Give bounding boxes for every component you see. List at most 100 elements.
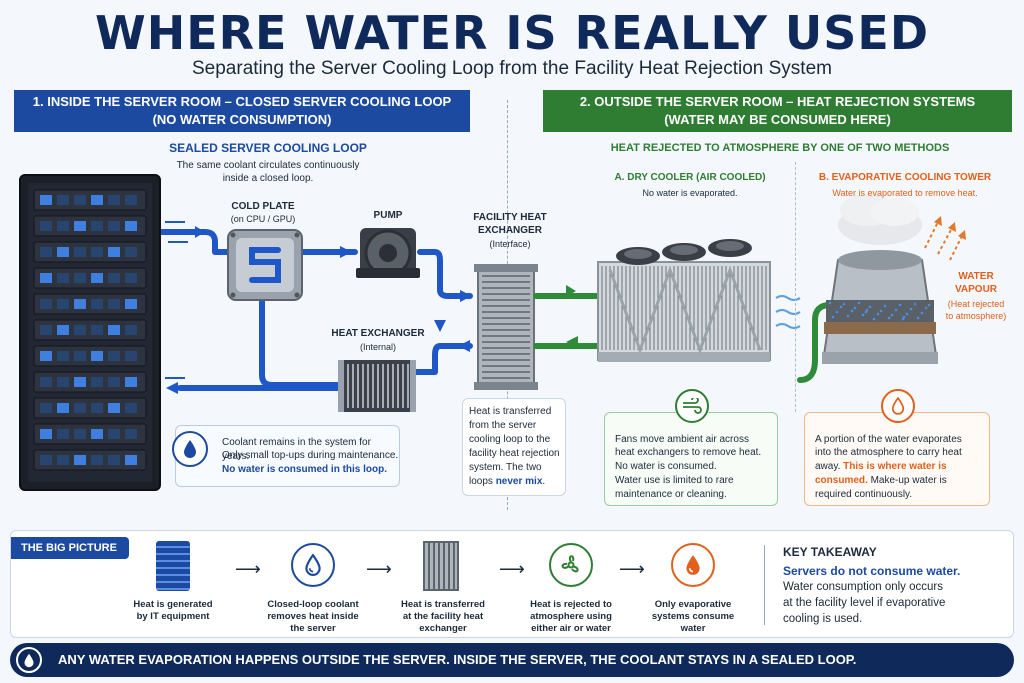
bp-item-5-l3: water xyxy=(680,623,706,634)
evap-note-l2: into the atmosphere to carry heat xyxy=(815,447,962,458)
rack-drive-light xyxy=(91,325,103,335)
bp-arrow-1: ⟶ xyxy=(235,559,261,579)
rack-drive-light xyxy=(108,429,120,439)
evap-note-l5: required continuously. xyxy=(815,489,913,500)
bp-arrow-2: ⟶ xyxy=(366,559,392,579)
heat-exchanger-label: HEAT EXCHANGER xyxy=(331,328,425,339)
sealed-loop-desc-1: The same coolant circulates continuously xyxy=(176,160,360,171)
bp-item-2-l3: the server xyxy=(290,623,336,634)
facility-hx-label-1: FACILITY HEAT xyxy=(473,212,547,223)
bp-item-1-l1: Heat is generated xyxy=(133,599,213,610)
bp-item-5: Only evaporative systems consume water xyxy=(633,599,753,635)
rack-drive-light xyxy=(125,429,137,439)
key-takeaway-l4: cooling is used. xyxy=(783,613,863,625)
rack-drive-light xyxy=(74,247,86,257)
rack-drive-light xyxy=(74,221,86,231)
water-droplet xyxy=(846,314,850,318)
never-mix-emphasis: never mix xyxy=(495,476,543,487)
pump-icon xyxy=(356,228,420,278)
rack-drive-light xyxy=(74,273,86,283)
rack-drive-light xyxy=(74,351,86,361)
arrow-return xyxy=(166,382,178,394)
cold-plate-label: COLD PLATE xyxy=(231,201,295,212)
dry-note-l1: Fans move ambient air across xyxy=(615,434,749,445)
bp-item-1: Heat is generated by IT equipment xyxy=(111,599,235,623)
transfer-note: Heat is transferred from the server cool… xyxy=(462,398,566,496)
pipe-pump-to-facility xyxy=(417,249,473,299)
footer-banner: ANY WATER EVAPORATION HAPPENS OUTSIDE TH… xyxy=(10,643,1014,677)
big-picture-panel: THE BIG PICTURE Heat is generated by IT … xyxy=(10,530,1014,638)
facility-hx-sub: (Interface) xyxy=(489,239,531,249)
water-droplet xyxy=(876,312,880,316)
rack-drive-light xyxy=(40,221,52,231)
rack-drive-light xyxy=(57,195,69,205)
server-mini-icon xyxy=(156,541,190,591)
rack-drive-light xyxy=(91,273,103,283)
rack-drive-light xyxy=(108,325,120,335)
rack-drive-light xyxy=(40,299,52,309)
evap-note-l1: A portion of the water evaporates xyxy=(815,434,962,445)
water-droplet xyxy=(839,305,843,309)
internal-heat-exchanger-icon xyxy=(338,360,416,412)
rack-drive-light xyxy=(40,403,52,413)
rack-drive-light xyxy=(91,429,103,439)
rack-drive-light xyxy=(108,247,120,257)
dry-cooler-note: Fans move ambient air across heat exchan… xyxy=(604,389,778,506)
dry-cooler-sub: No water is evaporated. xyxy=(642,188,738,198)
bp-item-3: Heat is transferred at the facility heat… xyxy=(381,599,505,635)
water-droplet xyxy=(879,309,883,313)
water-droplet xyxy=(883,304,887,308)
water-droplet xyxy=(890,313,894,317)
bp-item-3-l2: at the facility heat xyxy=(402,611,484,622)
arrow-from-facility xyxy=(458,340,470,352)
rack-drive-light xyxy=(91,403,103,413)
evap-note-l3: away. This is where water is xyxy=(815,460,947,474)
dry-note-l4: Water use is limited to rare xyxy=(615,475,734,486)
water-droplet xyxy=(864,310,868,314)
outside-header: 2. OUTSIDE THE SERVER ROOM – HEAT REJECT… xyxy=(543,90,1012,132)
rack-drive-light xyxy=(40,325,52,335)
vapour-label-2: VAPOUR xyxy=(954,284,998,295)
vapour-sub-1: (Heat rejected xyxy=(947,299,1005,309)
rack-drive-light xyxy=(108,377,120,387)
arrow-down-pump xyxy=(434,320,446,332)
water-droplet xyxy=(853,306,857,310)
bp-item-4-l1: Heat is rejected to xyxy=(530,599,612,610)
rack-drive-light xyxy=(57,455,69,465)
bp-item-2: Closed-loop coolant removes heat inside … xyxy=(251,599,375,635)
rack-drive-light xyxy=(57,429,69,439)
rack-drive-light xyxy=(125,247,137,257)
rack-drive-light xyxy=(125,221,137,231)
outside-header-line1: 2. OUTSIDE THE SERVER ROOM – HEAT REJECT… xyxy=(579,94,976,109)
rack-drive-light xyxy=(40,455,52,465)
rack-drive-light xyxy=(74,403,86,413)
transfer-note-l2: from the server xyxy=(469,420,537,431)
rack-drive-light xyxy=(91,299,103,309)
rack-drive-light xyxy=(125,273,137,283)
vapour-sub-2: to atmosphere) xyxy=(945,311,1007,321)
rack-drive-light xyxy=(91,351,103,361)
rack-drive-light xyxy=(74,195,86,205)
sealed-loop-desc-2: inside a closed loop. xyxy=(222,173,314,184)
water-droplet xyxy=(861,313,865,317)
fan-icon xyxy=(549,543,593,587)
transfer-note-l6a: loops xyxy=(469,476,496,487)
transfer-note-l3: cooling loop to the xyxy=(469,434,551,445)
rack-drive-light xyxy=(74,299,86,309)
coolant-note: Coolant remains in the system for years.… xyxy=(172,425,400,487)
coolant-drop-icon xyxy=(291,543,335,587)
page-title: WHERE WATER IS REALLY USED xyxy=(94,6,930,60)
water-drop-icon xyxy=(172,431,208,467)
bp-item-4-l3: either air or water xyxy=(531,623,611,634)
coolant-note-l2: Only small top-ups during maintenance. xyxy=(222,450,399,461)
inside-header: 1. INSIDE THE SERVER ROOM – CLOSED SERVE… xyxy=(14,90,470,132)
transfer-note-l1: Heat is transferred xyxy=(469,406,552,417)
rack-drive-light xyxy=(108,195,120,205)
water-droplet xyxy=(887,316,891,320)
key-takeaway-l3: at the facility level if evaporative xyxy=(783,597,946,609)
evap-note-l4b: Make-up water is xyxy=(867,475,947,486)
water-droplet xyxy=(850,309,854,313)
water-droplet xyxy=(924,306,928,310)
rack-drive-light xyxy=(108,299,120,309)
facility-heat-exchanger-icon xyxy=(474,264,538,390)
